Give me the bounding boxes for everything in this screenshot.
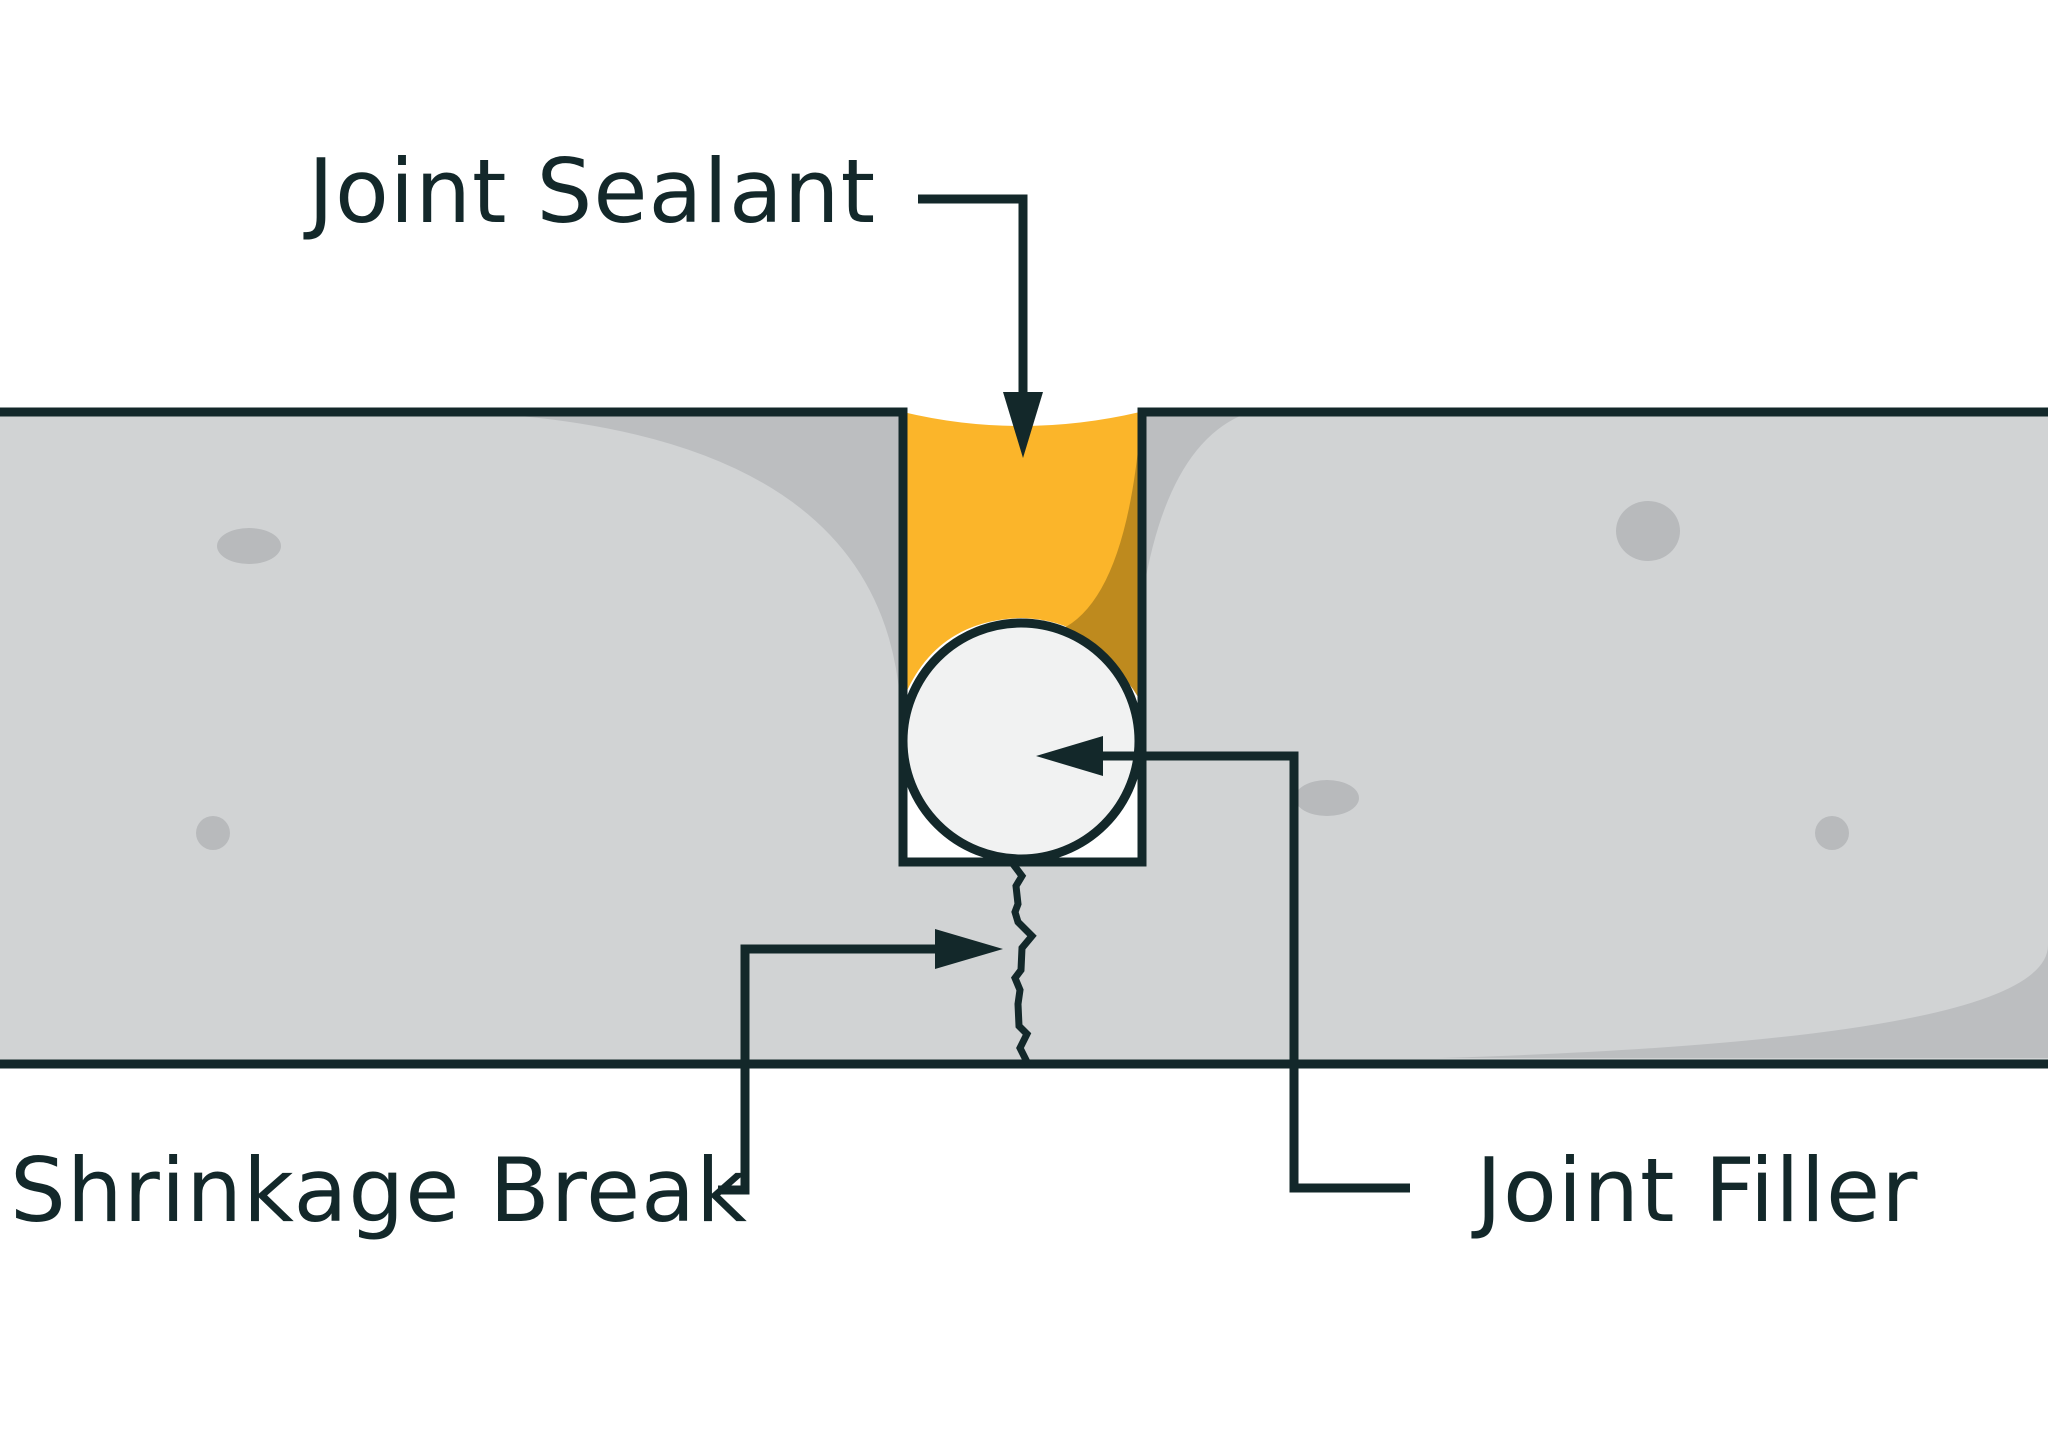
right-slab-shading	[1142, 416, 1240, 600]
aggregate-spot	[217, 528, 281, 564]
joint-sealant	[903, 412, 1140, 700]
sealant-shadow	[1060, 430, 1140, 700]
joint-sealant-leader	[918, 194, 1028, 400]
joint-filler-arrow-icon	[1036, 736, 1103, 776]
joint-filler-leader	[1100, 751, 1410, 1193]
joint-filler-label: Joint Filler	[1471, 1139, 1918, 1242]
joint-filler-rod	[898, 618, 1144, 864]
arrowheads	[935, 392, 1103, 969]
shrinkage-break-leader	[718, 944, 940, 1195]
aggregate-spot	[196, 816, 230, 850]
left-slab-shading	[520, 416, 903, 700]
shrinkage-break-arrow-icon	[935, 929, 1003, 969]
slab-outlines	[0, 407, 2048, 1069]
shrinkage-break-label: Shrinkage Break	[10, 1139, 748, 1242]
joint-sealant-arrow-icon	[1003, 392, 1043, 458]
joint-sealant-label: Joint Sealant	[303, 140, 876, 243]
aggregate-spot	[1295, 780, 1359, 816]
aggregate-spot	[1815, 816, 1849, 850]
right-slab	[1142, 412, 2048, 1064]
left-slab	[0, 412, 903, 1064]
joint-groove-outline	[0, 407, 2048, 867]
aggregate-spot	[1616, 501, 1680, 561]
shrinkage-crack	[1010, 861, 1037, 1066]
bottom-right-shading	[1440, 945, 2048, 1058]
leader-lines	[718, 194, 1410, 1195]
concrete-slab	[0, 412, 2048, 1064]
